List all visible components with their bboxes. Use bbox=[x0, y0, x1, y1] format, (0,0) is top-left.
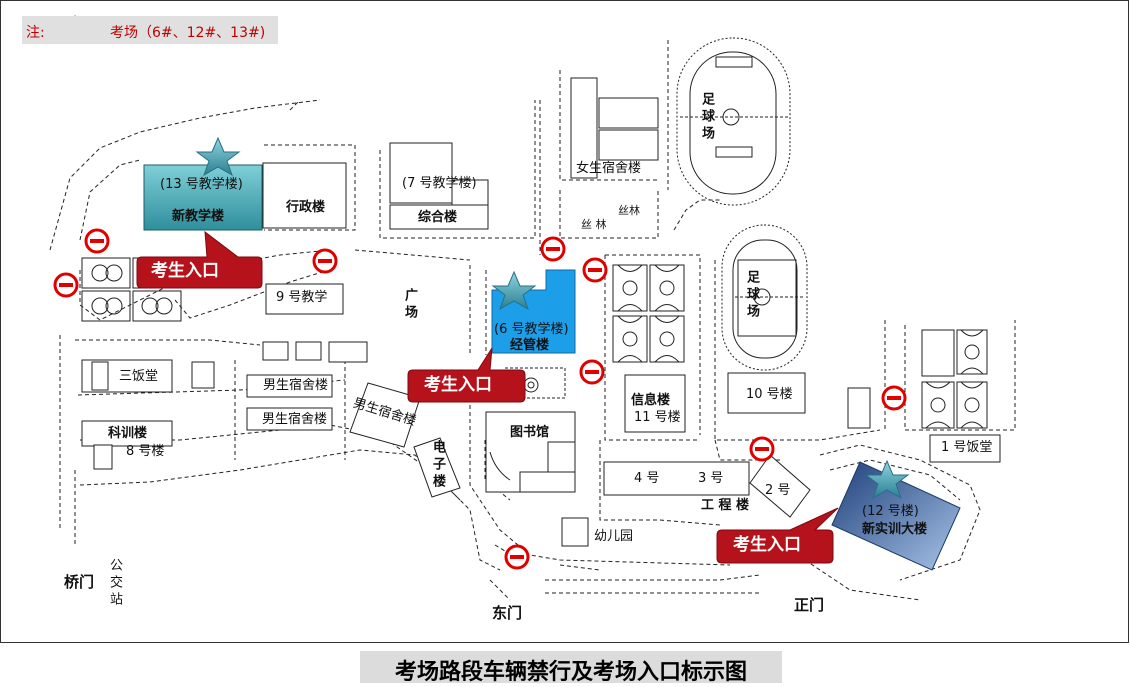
label-square: 广场 bbox=[402, 288, 417, 322]
gate-main: 正门 bbox=[794, 596, 825, 614]
label-b11: 11 号楼 bbox=[634, 410, 681, 425]
label-b4: 4 号 bbox=[634, 471, 660, 486]
football-field-2 bbox=[721, 224, 808, 371]
star-icon-6 bbox=[491, 270, 537, 311]
legend-note-label: 注: bbox=[26, 25, 45, 41]
label-b13-name: 新教学楼 bbox=[172, 209, 225, 224]
label-info: 信息楼 bbox=[631, 393, 671, 408]
no-entry-icon bbox=[540, 236, 566, 262]
star-icon-13 bbox=[195, 136, 241, 177]
no-entry-icon bbox=[749, 436, 775, 462]
no-entry-icon bbox=[53, 272, 79, 298]
no-entry-icon bbox=[504, 544, 530, 570]
label-canteen-1: 1 号饭堂 bbox=[941, 440, 993, 455]
no-entry-icon bbox=[582, 257, 608, 283]
label-electronics: 电子楼 bbox=[430, 440, 445, 491]
football-field-1 bbox=[676, 37, 791, 206]
label-grove-2: 丝 林 bbox=[581, 218, 607, 231]
building-12 bbox=[831, 461, 961, 571]
building-13 bbox=[143, 164, 263, 231]
map-frame bbox=[0, 0, 1129, 643]
title-background bbox=[360, 651, 782, 683]
legend bbox=[22, 16, 278, 44]
label-engineering: 工 程 楼 bbox=[701, 498, 750, 513]
gate-east: 东门 bbox=[492, 604, 523, 622]
label-b7-sub: (7 号教学楼) bbox=[402, 176, 477, 191]
no-entry-signs bbox=[53, 228, 907, 570]
label-canteen-3: 三饭堂 bbox=[119, 369, 159, 384]
basketball-courts-center bbox=[612, 264, 685, 363]
map-title: 考场路段车辆禁行及考场入口标示图 bbox=[394, 659, 747, 685]
label-research: 科训楼 bbox=[108, 426, 148, 441]
label-grove-1: 丝林 bbox=[618, 204, 640, 217]
label-b12-name: 新实训大楼 bbox=[862, 522, 928, 537]
label-b3: 3 号 bbox=[698, 471, 724, 486]
label-kindergarten: 幼儿园 bbox=[594, 529, 634, 544]
buildings bbox=[81, 77, 1001, 547]
star-icon-12 bbox=[864, 459, 910, 500]
label-b13-sub: (13 号教学楼) bbox=[160, 177, 243, 192]
label-football-1: 足球场 bbox=[699, 92, 714, 143]
rotated-buildings bbox=[349, 382, 811, 518]
exam-entrance-callout: 考生入口 bbox=[151, 261, 219, 281]
label-boys-dorm-2: 男生宿舍楼 bbox=[262, 412, 328, 427]
label-football-2: 足球场 bbox=[744, 270, 759, 321]
label-b6-name: 经管楼 bbox=[510, 338, 550, 353]
label-b9: 9 号教学 bbox=[276, 290, 328, 305]
label-complex: 综合楼 bbox=[418, 210, 458, 225]
no-entry-icon bbox=[881, 385, 907, 411]
label-b10: 10 号楼 bbox=[746, 387, 793, 402]
basketball-courts-east bbox=[921, 329, 988, 429]
label-girls-dorm: 女生宿舍楼 bbox=[576, 161, 642, 176]
label-admin: 行政楼 bbox=[286, 200, 326, 215]
gate-bridge: 桥门 bbox=[64, 573, 95, 591]
callout-shapes bbox=[136, 230, 839, 564]
label-b12-sub: (12 号楼) bbox=[862, 504, 919, 519]
label-b2: 2 号 bbox=[765, 483, 791, 498]
roads bbox=[49, 40, 1016, 601]
exam-entrance-callout: 考生入口 bbox=[424, 375, 492, 395]
bus-stop: 公交站 bbox=[107, 558, 122, 609]
no-entry-icon bbox=[84, 228, 110, 254]
no-entry-icon bbox=[312, 248, 338, 274]
label-b6-sub: (6 号教学楼) bbox=[494, 322, 569, 337]
label-boys-dorm-1: 男生宿舍楼 bbox=[263, 378, 329, 393]
label-b8: 8 号楼 bbox=[126, 444, 165, 459]
exam-entrance-callout: 考生入口 bbox=[733, 535, 801, 555]
label-library: 图书馆 bbox=[510, 425, 550, 440]
no-entry-icon bbox=[579, 359, 605, 385]
legend-text: 考场（6#、12#、13#) bbox=[110, 25, 266, 41]
